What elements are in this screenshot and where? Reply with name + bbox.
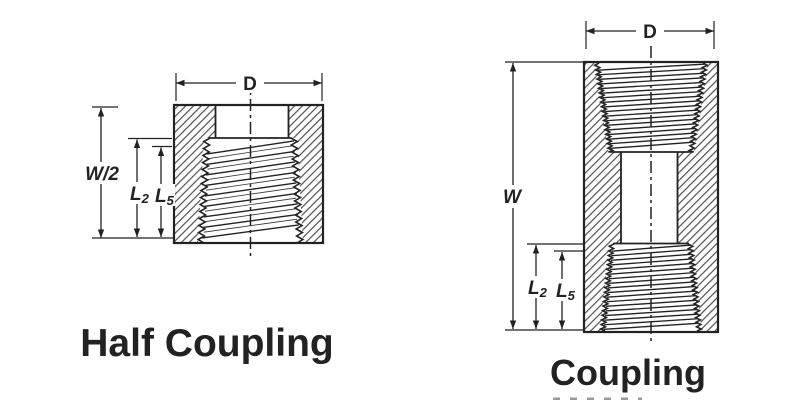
l5-base: L bbox=[155, 186, 167, 207]
coupling-dim-l5-label: L5 bbox=[556, 281, 576, 303]
half-coupling-dim-w2: W/2 bbox=[81, 106, 173, 239]
coupling-dim-d-label: D bbox=[643, 22, 657, 43]
l5-subscript: 5 bbox=[167, 193, 175, 208]
half-coupling-dim-l5: L5 bbox=[151, 145, 175, 237]
coupling-figure: D W L2 L5 Coupling bbox=[500, 20, 720, 400]
half-coupling-dim-l2: L2 bbox=[126, 137, 172, 237]
half-coupling-body-outline bbox=[172, 103, 325, 245]
l2-base: L bbox=[528, 278, 540, 299]
coupling-caption: Coupling bbox=[550, 352, 706, 393]
half-coupling-dim-d: D bbox=[175, 72, 323, 101]
coupling-dim-l5: L5 bbox=[551, 250, 583, 329]
coupling-dim-w-label: W bbox=[503, 187, 523, 208]
coupling-top-threads bbox=[593, 62, 709, 153]
half-coupling-caption: Half Coupling bbox=[80, 322, 333, 365]
l5-subscript: 5 bbox=[568, 288, 576, 303]
coupling-dim-l2-label: L2 bbox=[528, 278, 548, 300]
half-coupling-dim-d-label: D bbox=[243, 74, 257, 95]
l5-base: L bbox=[556, 281, 568, 302]
half-coupling-dim-l5-label: L5 bbox=[155, 186, 175, 208]
half-coupling-recess-walls bbox=[214, 106, 290, 138]
half-coupling-figure: D W/2 L2 L5 Half Coupling bbox=[80, 72, 334, 365]
coupling-bore bbox=[621, 152, 678, 244]
l2-subscript: 2 bbox=[539, 285, 548, 300]
coupling-bore-walls bbox=[620, 152, 679, 244]
coupling-dim-l2: L2 bbox=[524, 243, 583, 329]
half-coupling-recess bbox=[215, 105, 289, 138]
l2-base: L bbox=[130, 184, 142, 205]
coupling-dim-w: W bbox=[500, 61, 583, 331]
half-coupling-dim-l2-label: L2 bbox=[130, 184, 150, 206]
coupling-dim-d: D bbox=[585, 20, 715, 49]
l2-subscript: 2 bbox=[141, 191, 150, 206]
half-coupling-dim-w2-label: W/2 bbox=[85, 164, 119, 185]
